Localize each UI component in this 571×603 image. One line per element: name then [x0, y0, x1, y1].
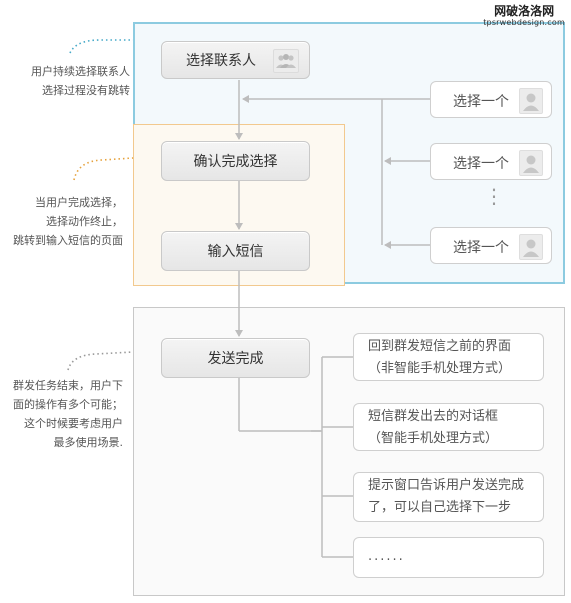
watermark-site-name: 网破洛洛网	[494, 4, 555, 18]
watermark: 网破洛洛网 tpsrwebdesign.com	[483, 4, 565, 28]
person-icon	[519, 88, 543, 114]
confirm-selection-node: 确认完成选择	[161, 141, 310, 181]
outcome-item: 短信群发出去的对话框 （智能手机处理方式）	[353, 403, 544, 451]
people-icon	[273, 49, 299, 73]
outcome-line: 回到群发短信之前的界面	[368, 339, 512, 354]
outcome-line: ......	[368, 549, 405, 564]
note-selection-complete: 当用户完成选择， 选择动作终止， 跳转到输入短信的页面	[13, 193, 123, 250]
note-line: 这个时候要考虑用户	[24, 417, 123, 430]
input-sms-label: 输入短信	[207, 244, 264, 260]
select-contact-label: 选择联系人	[186, 53, 256, 69]
outcome-line: 了，可以自己选择下一步	[368, 500, 512, 515]
person-icon	[519, 150, 543, 176]
contact-item: 选择一个	[430, 143, 552, 180]
contacts-ellipsis: ⋮	[484, 184, 504, 208]
note1-leader	[69, 39, 133, 54]
outcome-line: （非智能手机处理方式）	[368, 361, 512, 376]
note3-leader	[67, 351, 134, 371]
contact-item-label: 选择一个	[453, 94, 509, 110]
outcome-item: 回到群发短信之前的界面 （非智能手机处理方式）	[353, 333, 544, 381]
note-task-finished: 群发任务结束，用户下 面的操作有多个可能； 这个时候要考虑用户 最多使用场景.	[13, 376, 123, 452]
outcome-line: 提示窗口告诉用户发送完成	[368, 478, 525, 493]
note-line: 用户持续选择联系人	[31, 65, 130, 78]
note-line: 当用户完成选择，	[35, 196, 123, 209]
confirm-selection-label: 确认完成选择	[193, 154, 278, 170]
outcome-item: ......	[353, 537, 544, 578]
send-complete-label: 发送完成	[207, 351, 264, 367]
input-sms-node: 输入短信	[161, 231, 310, 271]
note-line: 跳转到输入短信的页面	[13, 234, 123, 247]
note2-leader	[73, 157, 134, 181]
outcome-line: （智能手机处理方式）	[368, 431, 499, 446]
note-line: 群发任务结束，用户下	[13, 379, 123, 392]
note-line: 选择动作终止，	[46, 215, 123, 228]
note-line: 最多使用场景.	[53, 436, 124, 449]
note-continuous-selection: 用户持续选择联系人 选择过程没有跳转	[31, 62, 130, 100]
contact-item: 选择一个	[430, 81, 552, 118]
contact-item: 选择一个	[430, 227, 552, 264]
watermark-site-url: tpsrwebdesign.com	[483, 18, 565, 27]
contact-item-label: 选择一个	[453, 156, 509, 172]
outcome-item: 提示窗口告诉用户发送完成 了，可以自己选择下一步	[353, 472, 544, 522]
contact-item-label: 选择一个	[453, 240, 509, 256]
outcome-line: 短信群发出去的对话框	[368, 409, 499, 424]
note-line: 面的操作有多个可能；	[13, 398, 123, 411]
send-complete-node: 发送完成	[161, 338, 310, 378]
select-contact-node: 选择联系人	[161, 41, 310, 79]
note-line: 选择过程没有跳转	[42, 84, 130, 97]
person-icon	[519, 234, 543, 260]
